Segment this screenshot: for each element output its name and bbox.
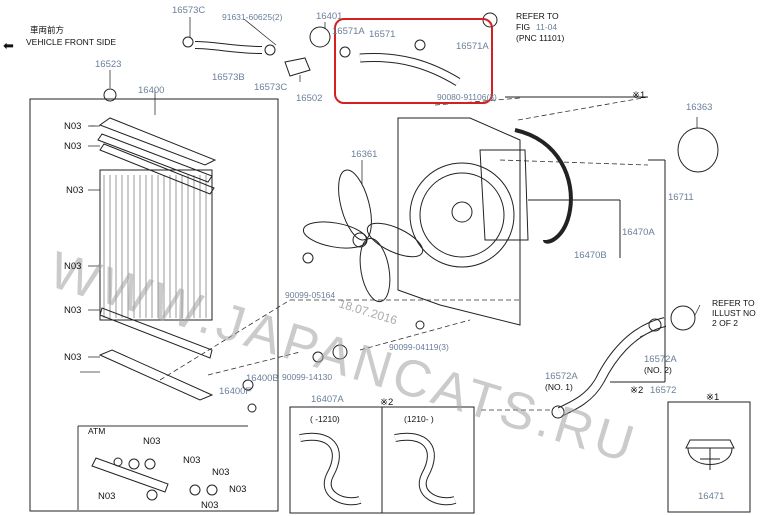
part-16572A-1[interactable]: 16572A <box>545 371 578 382</box>
part-16400B[interactable]: 16400B <box>246 373 279 384</box>
mark-1-cap: ※1 <box>706 392 720 403</box>
n03-label[interactable]: N03 <box>98 491 116 502</box>
part-16471[interactable]: 16471 <box>698 491 725 502</box>
shroud-ring <box>409 162 515 268</box>
part-16711[interactable]: 16711 <box>668 192 694 203</box>
part-16523[interactable]: 16523 <box>95 59 122 70</box>
part-16502[interactable]: 16502 <box>296 93 323 104</box>
part-16400F[interactable]: 16400F <box>219 386 252 397</box>
part-90099-04119[interactable]: 90099-04119(3) <box>389 342 449 352</box>
part-16573C-bottom[interactable]: 16573C <box>254 82 288 93</box>
part-90099-14130[interactable]: 90099-14130 <box>282 372 333 382</box>
part-16470A[interactable]: 16470A <box>622 227 655 238</box>
part-16571A-left[interactable]: 16571A <box>332 26 365 37</box>
n03-label[interactable]: N03 <box>64 305 82 316</box>
front-arrow-icon: ⬅ <box>3 38 14 53</box>
part-16400[interactable]: 16400 <box>138 85 165 96</box>
n03-label[interactable]: N03 <box>64 261 82 272</box>
n03-label[interactable]: N03 <box>64 352 82 363</box>
part-16572[interactable]: 16572 <box>650 385 677 396</box>
lower-tank <box>98 349 214 401</box>
mark-2-lower: ※2 <box>630 385 644 396</box>
atm-label: ATM <box>88 426 106 436</box>
part-90080[interactable]: 90080-91106(3) <box>437 92 497 102</box>
upper-tank <box>98 117 217 166</box>
atm-cooler-pipe <box>91 457 169 493</box>
mark-1-top: ※1 <box>632 90 646 101</box>
n03-label[interactable]: N03 <box>201 500 219 511</box>
mark-2-panel: ※2 <box>380 397 394 408</box>
part-16573C-top[interactable]: 16573C <box>172 5 206 16</box>
reservoir-tank <box>479 149 529 241</box>
n03-label[interactable]: N03 <box>66 185 84 196</box>
variant-left-range: ( -1210) <box>310 414 340 424</box>
n03-label[interactable]: N03 <box>64 121 82 132</box>
part-16572A-2[interactable]: 16572A <box>644 354 677 365</box>
fan-motor <box>677 127 719 173</box>
radiator-core <box>99 169 213 321</box>
part-16361[interactable]: 16361 <box>351 149 378 160</box>
radiator-frame-box <box>29 98 279 512</box>
part-16571A-right[interactable]: 16571A <box>456 41 489 52</box>
part-16363[interactable]: 16363 <box>686 102 713 113</box>
part-91631[interactable]: 91631-60625(2) <box>222 12 283 22</box>
part-16572A-2-no: (NO. 2) <box>644 365 672 375</box>
thermostat-housing <box>670 305 696 331</box>
part-90099-05164[interactable]: 90099-05164 <box>285 290 336 300</box>
n03-label[interactable]: N03 <box>143 436 161 447</box>
japanese-front-label: 車両前方 <box>30 25 65 35</box>
cap-detail-panel <box>667 401 751 513</box>
n03-label[interactable]: N03 <box>183 455 201 466</box>
part-16470B[interactable]: 16470B <box>574 250 607 261</box>
part-16572A-1-no: (NO. 1) <box>545 382 573 392</box>
fan-shroud <box>397 117 521 326</box>
part-16571[interactable]: 16571 <box>369 29 396 40</box>
part-16573B[interactable]: 16573B <box>212 72 245 83</box>
highlight-box <box>334 18 493 104</box>
fan-blades <box>302 169 424 303</box>
part-16407A[interactable]: 16407A <box>311 394 344 405</box>
n03-label[interactable]: N03 <box>229 484 247 495</box>
variant-right-range: (1210- ) <box>404 414 434 424</box>
part-16401[interactable]: 16401 <box>316 11 343 22</box>
vehicle-front-side: VEHICLE FRONT SIDE <box>26 37 117 47</box>
n03-label[interactable]: N03 <box>212 467 230 478</box>
n03-label[interactable]: N03 <box>64 141 82 152</box>
